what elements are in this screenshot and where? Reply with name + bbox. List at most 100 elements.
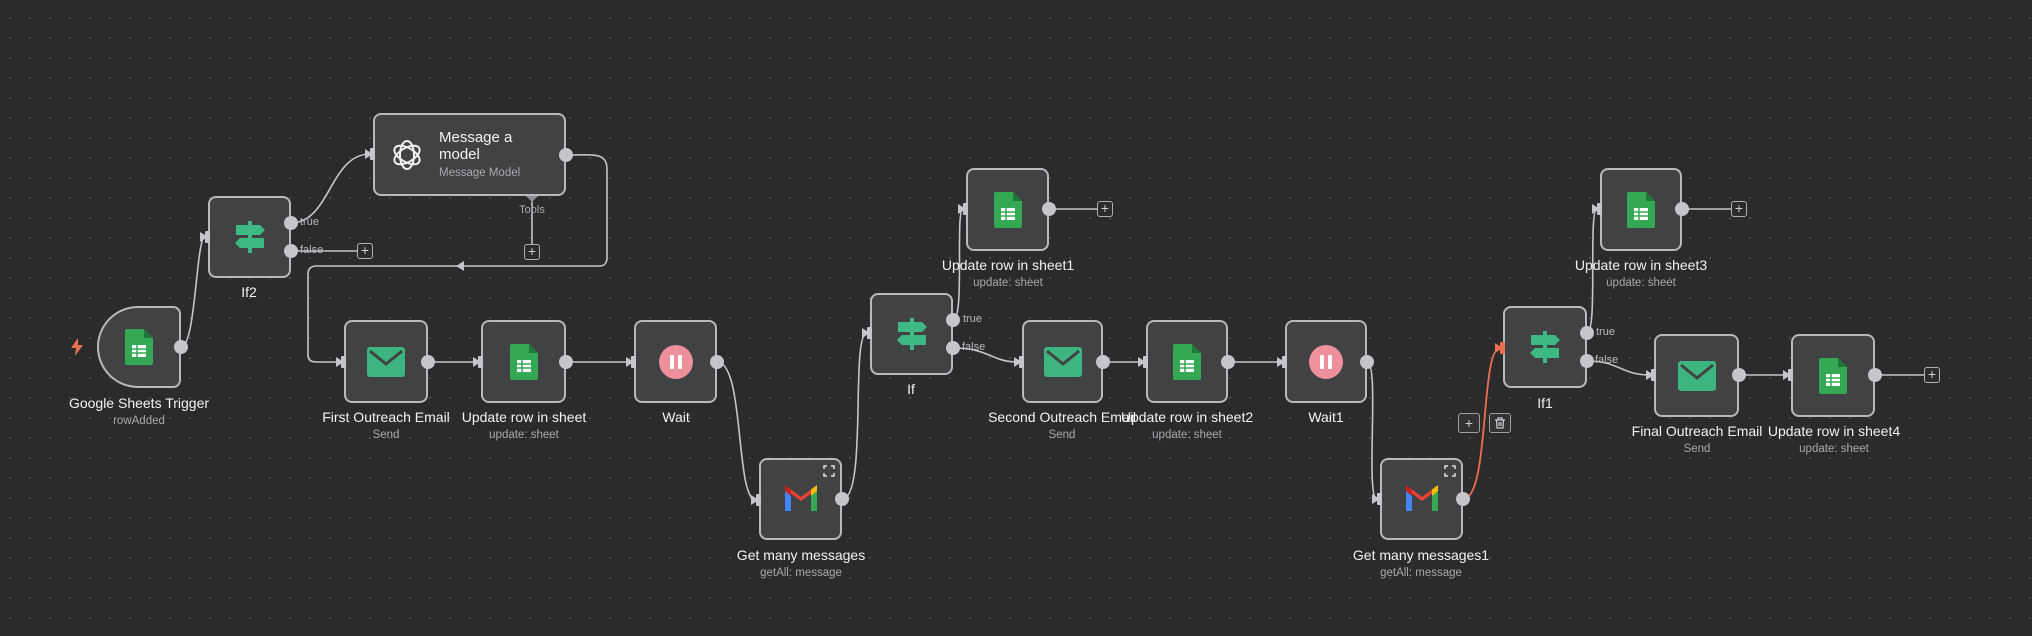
wait-input-port[interactable]: [631, 356, 636, 368]
wire-trigger-to-if2: [180, 236, 206, 348]
update-row-in-sheet1-node[interactable]: [966, 168, 1049, 251]
update-row2-output-port[interactable]: [1221, 355, 1235, 369]
update-row-in-sheet2-node[interactable]: [1146, 320, 1228, 403]
false-branch-label: false: [1595, 354, 1619, 366]
second-outreach-email-node[interactable]: [1022, 320, 1103, 403]
update-row1-output-port[interactable]: [1042, 202, 1056, 216]
if-signpost-icon: [896, 318, 927, 350]
tools-port-label: Tools: [519, 204, 545, 216]
add-node-button[interactable]: +: [1731, 201, 1747, 217]
get-many1-output-port[interactable]: [1456, 492, 1470, 506]
update-row4-input-port[interactable]: [1788, 369, 1793, 381]
node-label: Update row in sheet2: [1120, 409, 1254, 425]
add-tool-button[interactable]: +: [524, 244, 540, 260]
node-label: Update row in sheet3: [1574, 257, 1708, 273]
node-label: If1: [1537, 395, 1553, 411]
if-false-port[interactable]: [946, 341, 960, 355]
node-sublabel: update: sheet: [1799, 443, 1869, 455]
update-row3-output-port[interactable]: [1675, 202, 1689, 216]
google-sheets-icon: [509, 343, 538, 380]
true-branch-label: true: [963, 313, 982, 325]
if-signpost-icon: [1530, 331, 1560, 363]
node-label: Update row in sheet1: [941, 257, 1075, 273]
wire-if1-false-to-final: [1586, 360, 1652, 376]
if1-false-port[interactable]: [1580, 354, 1594, 368]
node-sublabel: update: sheet: [973, 277, 1043, 289]
google-sheets-icon: [125, 329, 153, 365]
if1-node[interactable]: [1503, 306, 1587, 388]
add-node-button[interactable]: +: [1097, 201, 1113, 217]
message-a-model-node[interactable]: Message a model Message Model: [373, 113, 566, 196]
google-sheets-icon: [993, 191, 1022, 228]
if-node[interactable]: [870, 293, 953, 375]
if2-false-port[interactable]: [284, 244, 298, 258]
first-outreach-email-node[interactable]: [344, 320, 428, 403]
final-outreach-output-port[interactable]: [1732, 368, 1746, 382]
wire-getmany1-to-if1-selected: [1462, 347, 1501, 500]
false-branch-label: false: [300, 244, 324, 256]
wire-getmany-to-if: [841, 332, 868, 500]
if-true-port[interactable]: [946, 313, 960, 327]
wait-output-port[interactable]: [710, 355, 724, 369]
update-row-in-sheet4-node[interactable]: [1791, 334, 1875, 417]
node-label: Final Outreach Email: [1631, 423, 1763, 439]
wire-if2-true-to-model: [290, 153, 371, 224]
false-branch-label: false: [962, 341, 986, 353]
google-sheets-trigger-node[interactable]: [97, 306, 181, 388]
second-outreach-output-port[interactable]: [1096, 355, 1110, 369]
node-sublabel: Send: [1683, 443, 1711, 455]
wait-pause-icon: [1309, 344, 1343, 379]
node-sublabel: getAll: message: [1380, 567, 1462, 579]
get-many-input-port[interactable]: [756, 494, 761, 506]
if2-node[interactable]: [208, 196, 291, 278]
update-row-in-sheet3-node[interactable]: [1600, 168, 1682, 251]
trigger-bolt-icon: [71, 338, 83, 356]
update-row1-input-port[interactable]: [963, 203, 968, 215]
get-many-messages-node[interactable]: [759, 458, 842, 540]
if1-true-port[interactable]: [1580, 326, 1594, 340]
edge-delete-button[interactable]: [1489, 413, 1511, 433]
node-label: Get many messages1: [1352, 547, 1490, 563]
wait-pause-icon: [658, 344, 693, 379]
final-outreach-input-port[interactable]: [1651, 369, 1656, 381]
final-outreach-email-node[interactable]: [1654, 334, 1739, 417]
node-label: Second Outreach Email: [988, 409, 1136, 425]
edge-add-button[interactable]: +: [1458, 413, 1480, 433]
node-sublabel: rowAdded: [113, 415, 165, 427]
update-row-output-port[interactable]: [559, 355, 573, 369]
node-label: Get many messages: [736, 547, 866, 563]
first-outreach-output-port[interactable]: [421, 355, 435, 369]
wait1-node[interactable]: [1285, 320, 1367, 403]
update-row3-input-port[interactable]: [1597, 203, 1602, 215]
update-row4-output-port[interactable]: [1868, 368, 1882, 382]
node-label: Update row in sheet: [461, 409, 587, 425]
gmail-icon: [1405, 485, 1438, 511]
model-node-title: Message a model: [439, 129, 513, 163]
node-sublabel: getAll: message: [760, 567, 842, 579]
gmail-icon: [784, 485, 817, 511]
expand-icon: [1444, 465, 1456, 477]
model-output-port[interactable]: [559, 148, 573, 162]
node-label: If2: [241, 284, 257, 300]
get-many-output-port[interactable]: [835, 492, 849, 506]
get-many1-input-port[interactable]: [1377, 493, 1382, 505]
update-row-in-sheet-node[interactable]: [481, 320, 566, 403]
if1-input-port[interactable]: [1500, 342, 1505, 354]
update-row2-input-port[interactable]: [1143, 356, 1148, 368]
wait1-input-port[interactable]: [1282, 356, 1287, 368]
update-row-input-port[interactable]: [478, 356, 483, 368]
if2-true-port[interactable]: [284, 216, 298, 230]
if2-input-port[interactable]: [205, 231, 210, 243]
wait1-output-port[interactable]: [1360, 355, 1374, 369]
trigger-output-port[interactable]: [174, 340, 188, 354]
add-node-button[interactable]: +: [357, 243, 373, 259]
true-branch-label: true: [300, 216, 319, 228]
model-input-port[interactable]: [370, 148, 375, 160]
wait-node[interactable]: [634, 320, 717, 403]
second-outreach-input-port[interactable]: [1019, 356, 1024, 368]
if-input-port[interactable]: [867, 327, 872, 339]
add-node-button[interactable]: +: [1924, 367, 1940, 383]
get-many-messages1-node[interactable]: [1380, 458, 1463, 540]
first-outreach-input-port[interactable]: [341, 356, 346, 368]
